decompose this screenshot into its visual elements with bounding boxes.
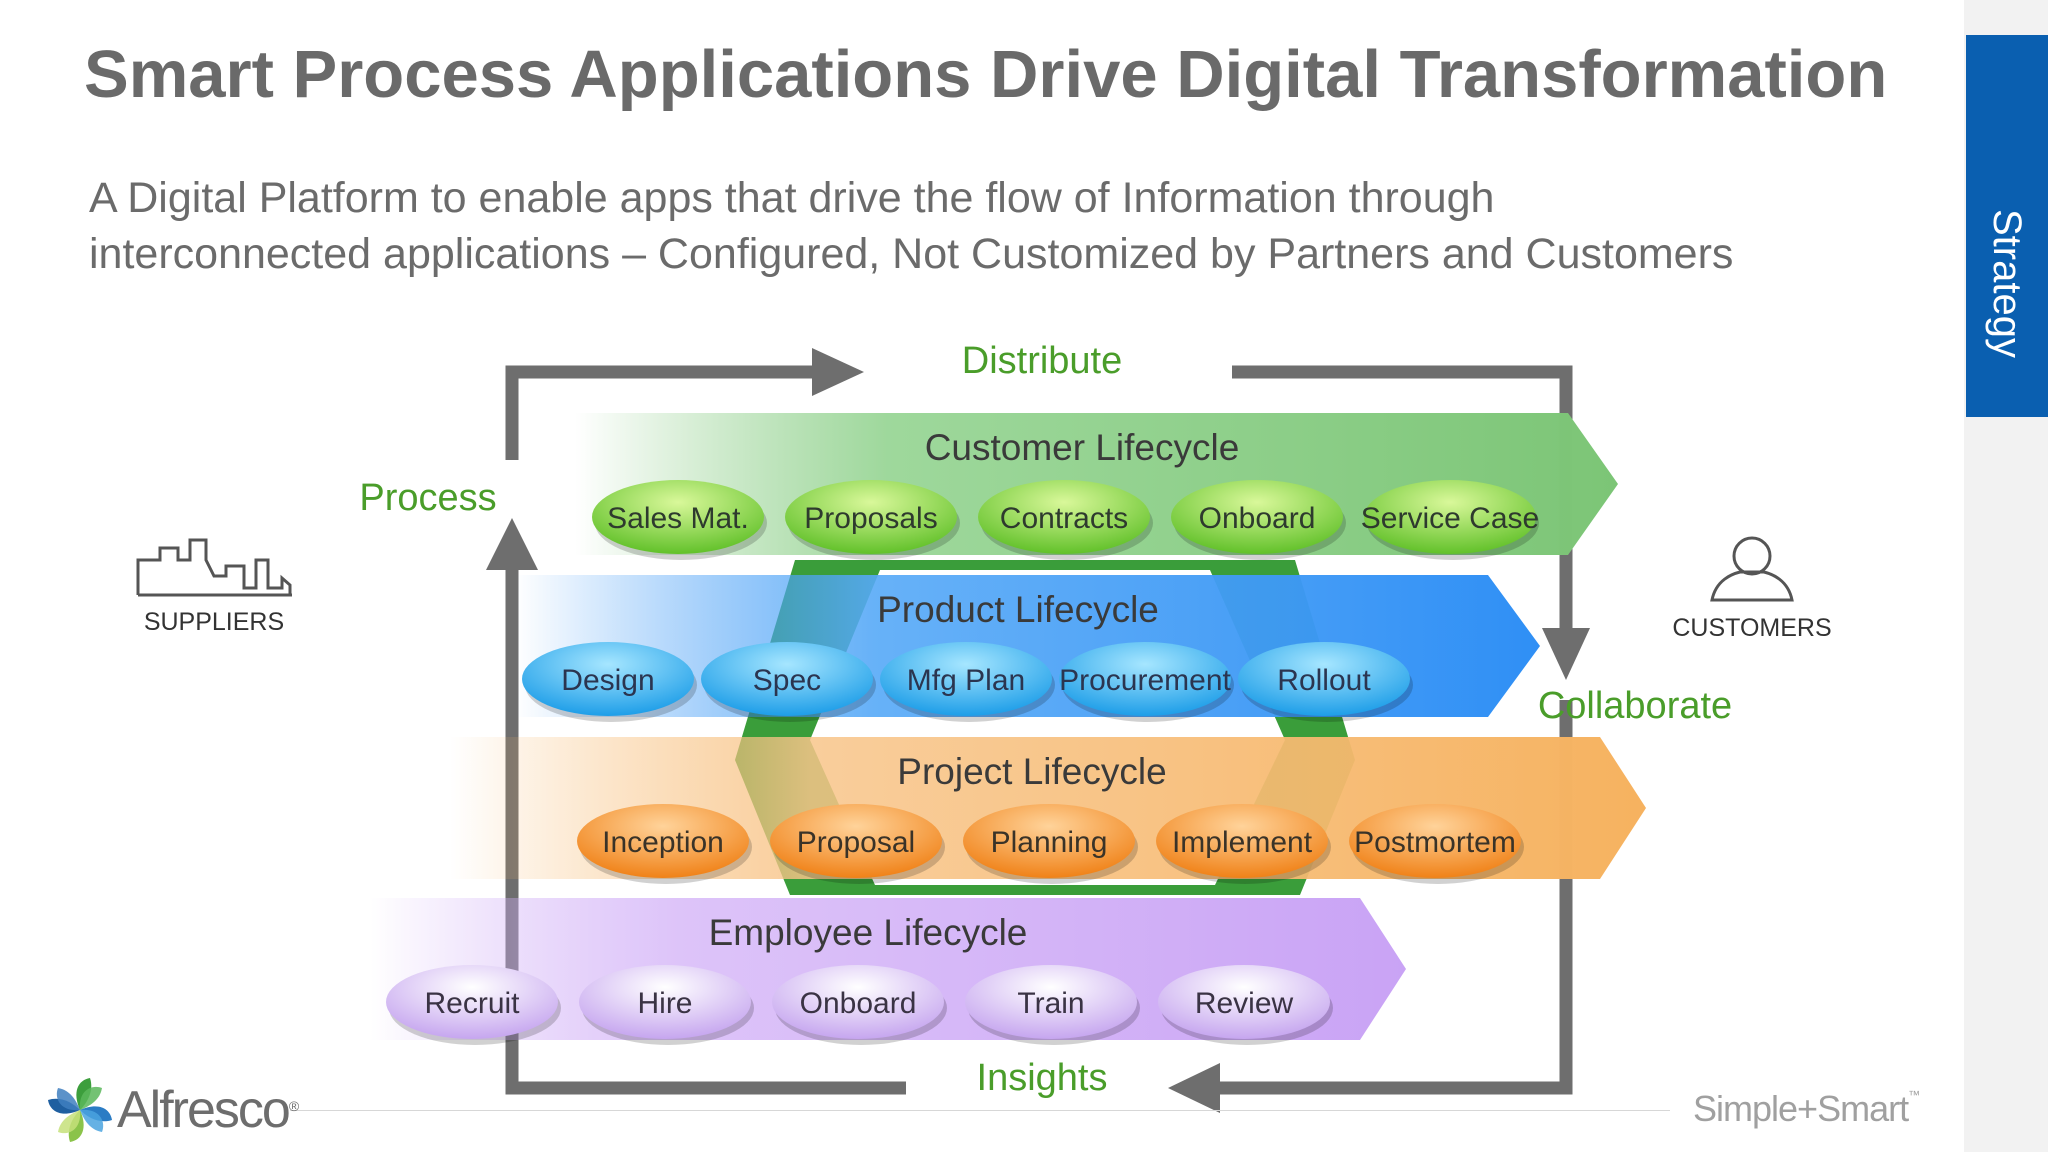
customers-label: CUSTOMERS xyxy=(1672,614,1831,642)
project-step-label: Planning xyxy=(991,826,1108,859)
product-step-pill xyxy=(1238,642,1410,716)
tagline-trademark: ™ xyxy=(1908,1088,1920,1102)
arrow-distribute-icon xyxy=(812,348,864,396)
customer-step-label: Contracts xyxy=(1000,502,1128,535)
customers-icon xyxy=(1710,536,1794,602)
alfresco-wordmark: Alfresco xyxy=(117,1081,291,1139)
customer-step-pill xyxy=(978,480,1150,554)
slide-title: Smart Process Applications Drive Digital… xyxy=(84,37,1888,112)
tagline: Simple+Smart™ xyxy=(1693,1088,1920,1130)
employee-step-label: Onboard xyxy=(800,987,917,1020)
project-step-label: Postmortem xyxy=(1354,826,1516,859)
arrow-process-icon xyxy=(486,518,538,570)
employee-step-pill xyxy=(965,965,1137,1039)
section-tab xyxy=(1966,35,2048,417)
customer-step-pill xyxy=(592,480,764,554)
project-step-label: Implement xyxy=(1172,826,1313,859)
project-lifecycle-title: Project Lifecycle xyxy=(897,751,1166,792)
project-step-label: Inception xyxy=(602,826,724,859)
label-collaborate: Collaborate xyxy=(1538,685,1732,727)
project-step-label: Proposal xyxy=(797,826,915,859)
customer-step-pill xyxy=(1171,480,1343,554)
alfresco-registered-mark: ® xyxy=(288,1098,299,1114)
employee-step-label: Recruit xyxy=(424,987,520,1020)
project-step-pill xyxy=(963,804,1135,878)
lifecycle-diagram: Distribute Process Collaborate Insights … xyxy=(136,340,1832,1113)
arrow-insights-icon xyxy=(1168,1063,1220,1113)
suppliers-icon xyxy=(136,538,292,597)
subtitle-line-1: A Digital Platform to enable apps that d… xyxy=(89,174,1495,222)
product-step-pill xyxy=(701,642,873,716)
product-step-label: Procurement xyxy=(1059,664,1231,697)
customer-step-label: Proposals xyxy=(804,502,937,535)
arrow-collaborate-icon xyxy=(1542,628,1590,680)
product-step-label: Design xyxy=(561,664,654,697)
customer-step-label: Onboard xyxy=(1199,502,1316,535)
customer-step-label: Sales Mat. xyxy=(607,502,749,535)
alfresco-logo-icon xyxy=(48,1078,112,1142)
label-process: Process xyxy=(359,477,496,519)
customer-lifecycle-title: Customer Lifecycle xyxy=(925,427,1240,468)
loop-top-left xyxy=(505,365,820,460)
label-distribute: Distribute xyxy=(962,340,1123,382)
employee-step-label: Train xyxy=(1017,987,1084,1020)
slide-subtitle: A Digital Platform to enable apps that d… xyxy=(89,170,1939,282)
customer-step-label: Service Case xyxy=(1361,502,1539,535)
employee-step-label: Hire xyxy=(637,987,692,1020)
alfresco-logo-text: Alfresco® xyxy=(117,1080,299,1140)
employee-lifecycle-title: Employee Lifecycle xyxy=(709,912,1028,953)
subtitle-line-2: interconnected applications – Configured… xyxy=(89,230,1734,278)
product-step-pill xyxy=(522,642,694,716)
employee-step-pill xyxy=(386,965,558,1039)
employee-step-label: Review xyxy=(1195,987,1294,1020)
employee-step-pill xyxy=(772,965,944,1039)
footer-divider xyxy=(290,1110,1670,1111)
product-step-label: Mfg Plan xyxy=(907,664,1025,697)
project-step-pill xyxy=(1156,804,1328,878)
section-tab-label: Strategy xyxy=(1985,209,2029,358)
loop-bottom-left xyxy=(505,560,906,1095)
tagline-text: Simple+Smart xyxy=(1693,1088,1909,1129)
label-insights: Insights xyxy=(977,1057,1108,1099)
suppliers-label: SUPPLIERS xyxy=(144,608,284,636)
employee-step-pill xyxy=(1158,965,1330,1039)
customer-step-pill xyxy=(1364,480,1536,554)
project-step-pill xyxy=(770,804,942,878)
product-step-pill xyxy=(880,642,1052,716)
project-step-pill xyxy=(1349,804,1521,878)
customer-step-pill xyxy=(785,480,957,554)
project-step-pill xyxy=(577,804,749,878)
employee-step-pill xyxy=(579,965,751,1039)
product-step-pill xyxy=(1059,642,1231,716)
product-step-label: Rollout xyxy=(1277,664,1371,697)
product-step-label: Spec xyxy=(753,664,821,697)
product-lifecycle-title: Product Lifecycle xyxy=(877,589,1159,630)
